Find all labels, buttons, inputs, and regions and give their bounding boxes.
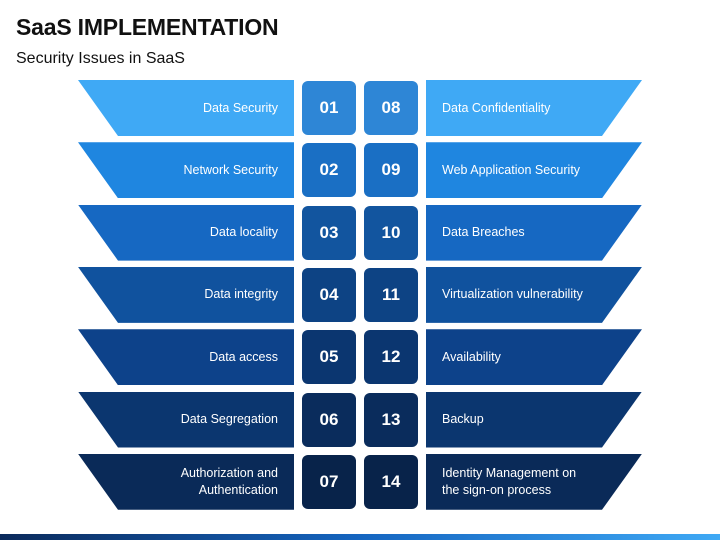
right-band: Backup — [426, 392, 642, 448]
left-label: Data Security — [202, 100, 278, 115]
left-label: Network Security — [183, 162, 278, 177]
right-band: Data Confidentiality — [426, 80, 642, 136]
right-band: Virtualization vulnerability — [426, 267, 642, 323]
left-number-box: 01 — [302, 81, 356, 135]
left-band: Data access — [78, 329, 294, 386]
left-number-box: 05 — [302, 330, 356, 385]
left-number-box: 04 — [302, 267, 356, 322]
left-number-box: 03 — [302, 205, 356, 260]
right-band: Data Breaches — [426, 205, 642, 261]
right-label: Identity Management on the sign-on proce… — [442, 465, 577, 497]
left-label: Authorization and Authentication — [180, 465, 278, 497]
issue-row-5: Data access 05 12 Availability — [0, 329, 720, 386]
left-label: Data access — [209, 349, 278, 364]
page-title: SaaS IMPLEMENTATION — [16, 14, 279, 40]
left-label: Data locality — [209, 225, 278, 240]
issue-row-1: Data Security 01 08 Data Confidentiality — [0, 80, 720, 136]
left-label: Data Segregation — [180, 412, 278, 426]
left-band: Data Security — [78, 80, 294, 136]
right-band: Availability — [426, 329, 642, 385]
left-band: Data Segregation — [78, 391, 294, 448]
left-band: Network Security — [78, 142, 294, 199]
right-number-box: 13 — [364, 392, 418, 447]
issue-row-7: Authorization and Authentication 07 14 I… — [0, 453, 720, 510]
right-number-box: 10 — [364, 205, 418, 260]
right-label: Backup — [442, 412, 484, 426]
left-band: Authorization and Authentication — [78, 453, 294, 510]
right-label: Data Confidentiality — [442, 100, 551, 115]
right-label: Virtualization vulnerability — [442, 287, 583, 302]
bottom-accent-bar — [0, 534, 720, 540]
right-number-box: 11 — [364, 267, 418, 322]
right-label: Web Application Security — [442, 162, 581, 177]
left-number-box: 02 — [302, 143, 356, 198]
right-label: Availability — [442, 349, 501, 364]
left-label: Data integrity — [204, 287, 278, 302]
left-band: Data integrity — [78, 266, 294, 323]
right-label: Data Breaches — [442, 225, 525, 240]
right-number-box: 14 — [364, 454, 418, 509]
right-number-box: 12 — [364, 330, 418, 385]
left-number-box: 07 — [302, 454, 356, 509]
issue-row-2: Network Security 02 09 Web Application S… — [0, 142, 720, 199]
left-band: Data locality — [78, 204, 294, 261]
right-band: Web Application Security — [426, 142, 642, 198]
right-band: Identity Management on the sign-on proce… — [426, 454, 642, 510]
page-subtitle: Security Issues in SaaS — [16, 50, 185, 67]
left-number-box: 06 — [302, 392, 356, 447]
right-number-box: 08 — [364, 81, 418, 135]
right-number-box: 09 — [364, 143, 418, 198]
issue-row-4: Data integrity 04 11 Virtualization vuln… — [0, 266, 720, 323]
issue-row-3: Data locality 03 10 Data Breaches — [0, 204, 720, 261]
issue-row-6: Data Segregation 06 13 Backup — [0, 391, 720, 448]
